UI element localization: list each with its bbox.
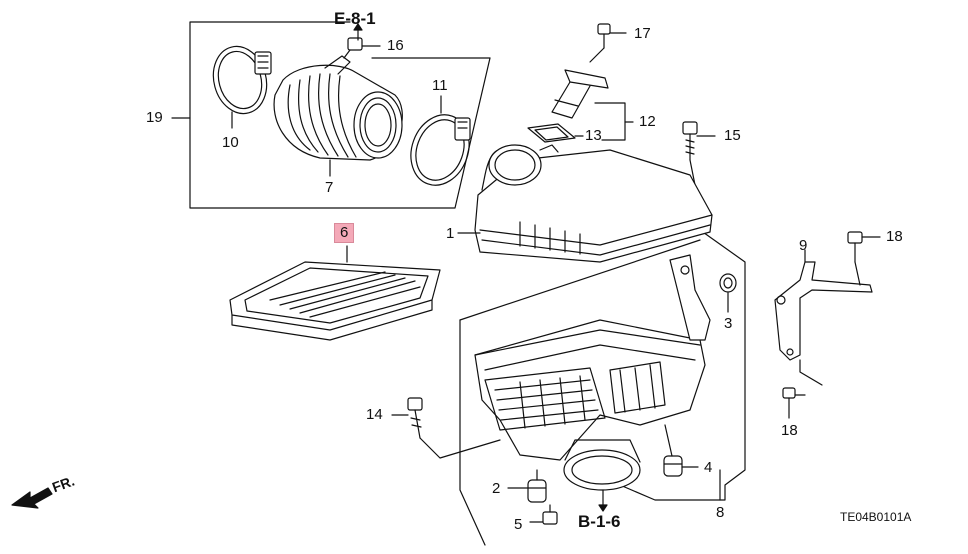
label-10: 10: [222, 134, 239, 151]
sensor-12: [551, 69, 634, 141]
bolt-18-lower: [782, 387, 806, 419]
clip-16: [343, 37, 381, 59]
bracket-9: [774, 249, 873, 386]
label-5: 5: [514, 516, 523, 533]
label-4: 4: [704, 459, 713, 476]
label-7: 7: [325, 179, 334, 196]
label-3: 3: [724, 315, 733, 332]
bolt-18-upper: [847, 231, 881, 286]
clamp-10: [212, 45, 272, 129]
label-18-upper: 18: [886, 228, 903, 245]
label-11: 11: [432, 77, 448, 94]
label-8: 8: [716, 504, 725, 521]
label-13: 13: [585, 127, 602, 144]
label-9: 9: [799, 237, 808, 254]
label-19: 19: [146, 109, 163, 126]
ref-b-1-6[interactable]: B-1-6: [578, 512, 621, 531]
label-15: 15: [724, 127, 741, 144]
label-6-highlight[interactable]: 6: [334, 223, 355, 243]
gasket-13: [527, 123, 584, 143]
label-18-lower: 18: [781, 422, 798, 439]
diagram-code: TE04B0101A: [840, 510, 912, 524]
intake-tube-7: [273, 55, 403, 177]
label-2: 2: [492, 480, 501, 497]
air-cleaner-cover-1: [457, 144, 713, 263]
grommet-2: [507, 469, 547, 503]
bolt-17: [589, 23, 627, 63]
grommet-3: [719, 273, 737, 313]
bolt-14: [391, 397, 501, 459]
grommet-4: [663, 424, 699, 477]
front-arrow: [11, 487, 53, 509]
bolt-5: [529, 504, 558, 525]
label-14: 14: [366, 406, 383, 423]
ref-arrow-top: [353, 23, 363, 41]
group-bracket-8: [459, 229, 746, 546]
air-cleaner-case-8: [474, 254, 711, 512]
label-1: 1: [446, 225, 455, 242]
label-17: 17: [634, 25, 651, 42]
label-16: 16: [387, 37, 404, 54]
label-12: 12: [639, 113, 656, 130]
clamp-11: [410, 95, 471, 186]
group-bracket-19: [171, 21, 491, 209]
ref-e-8-1[interactable]: E-8-1: [334, 9, 376, 28]
air-filter-6: [229, 245, 441, 341]
